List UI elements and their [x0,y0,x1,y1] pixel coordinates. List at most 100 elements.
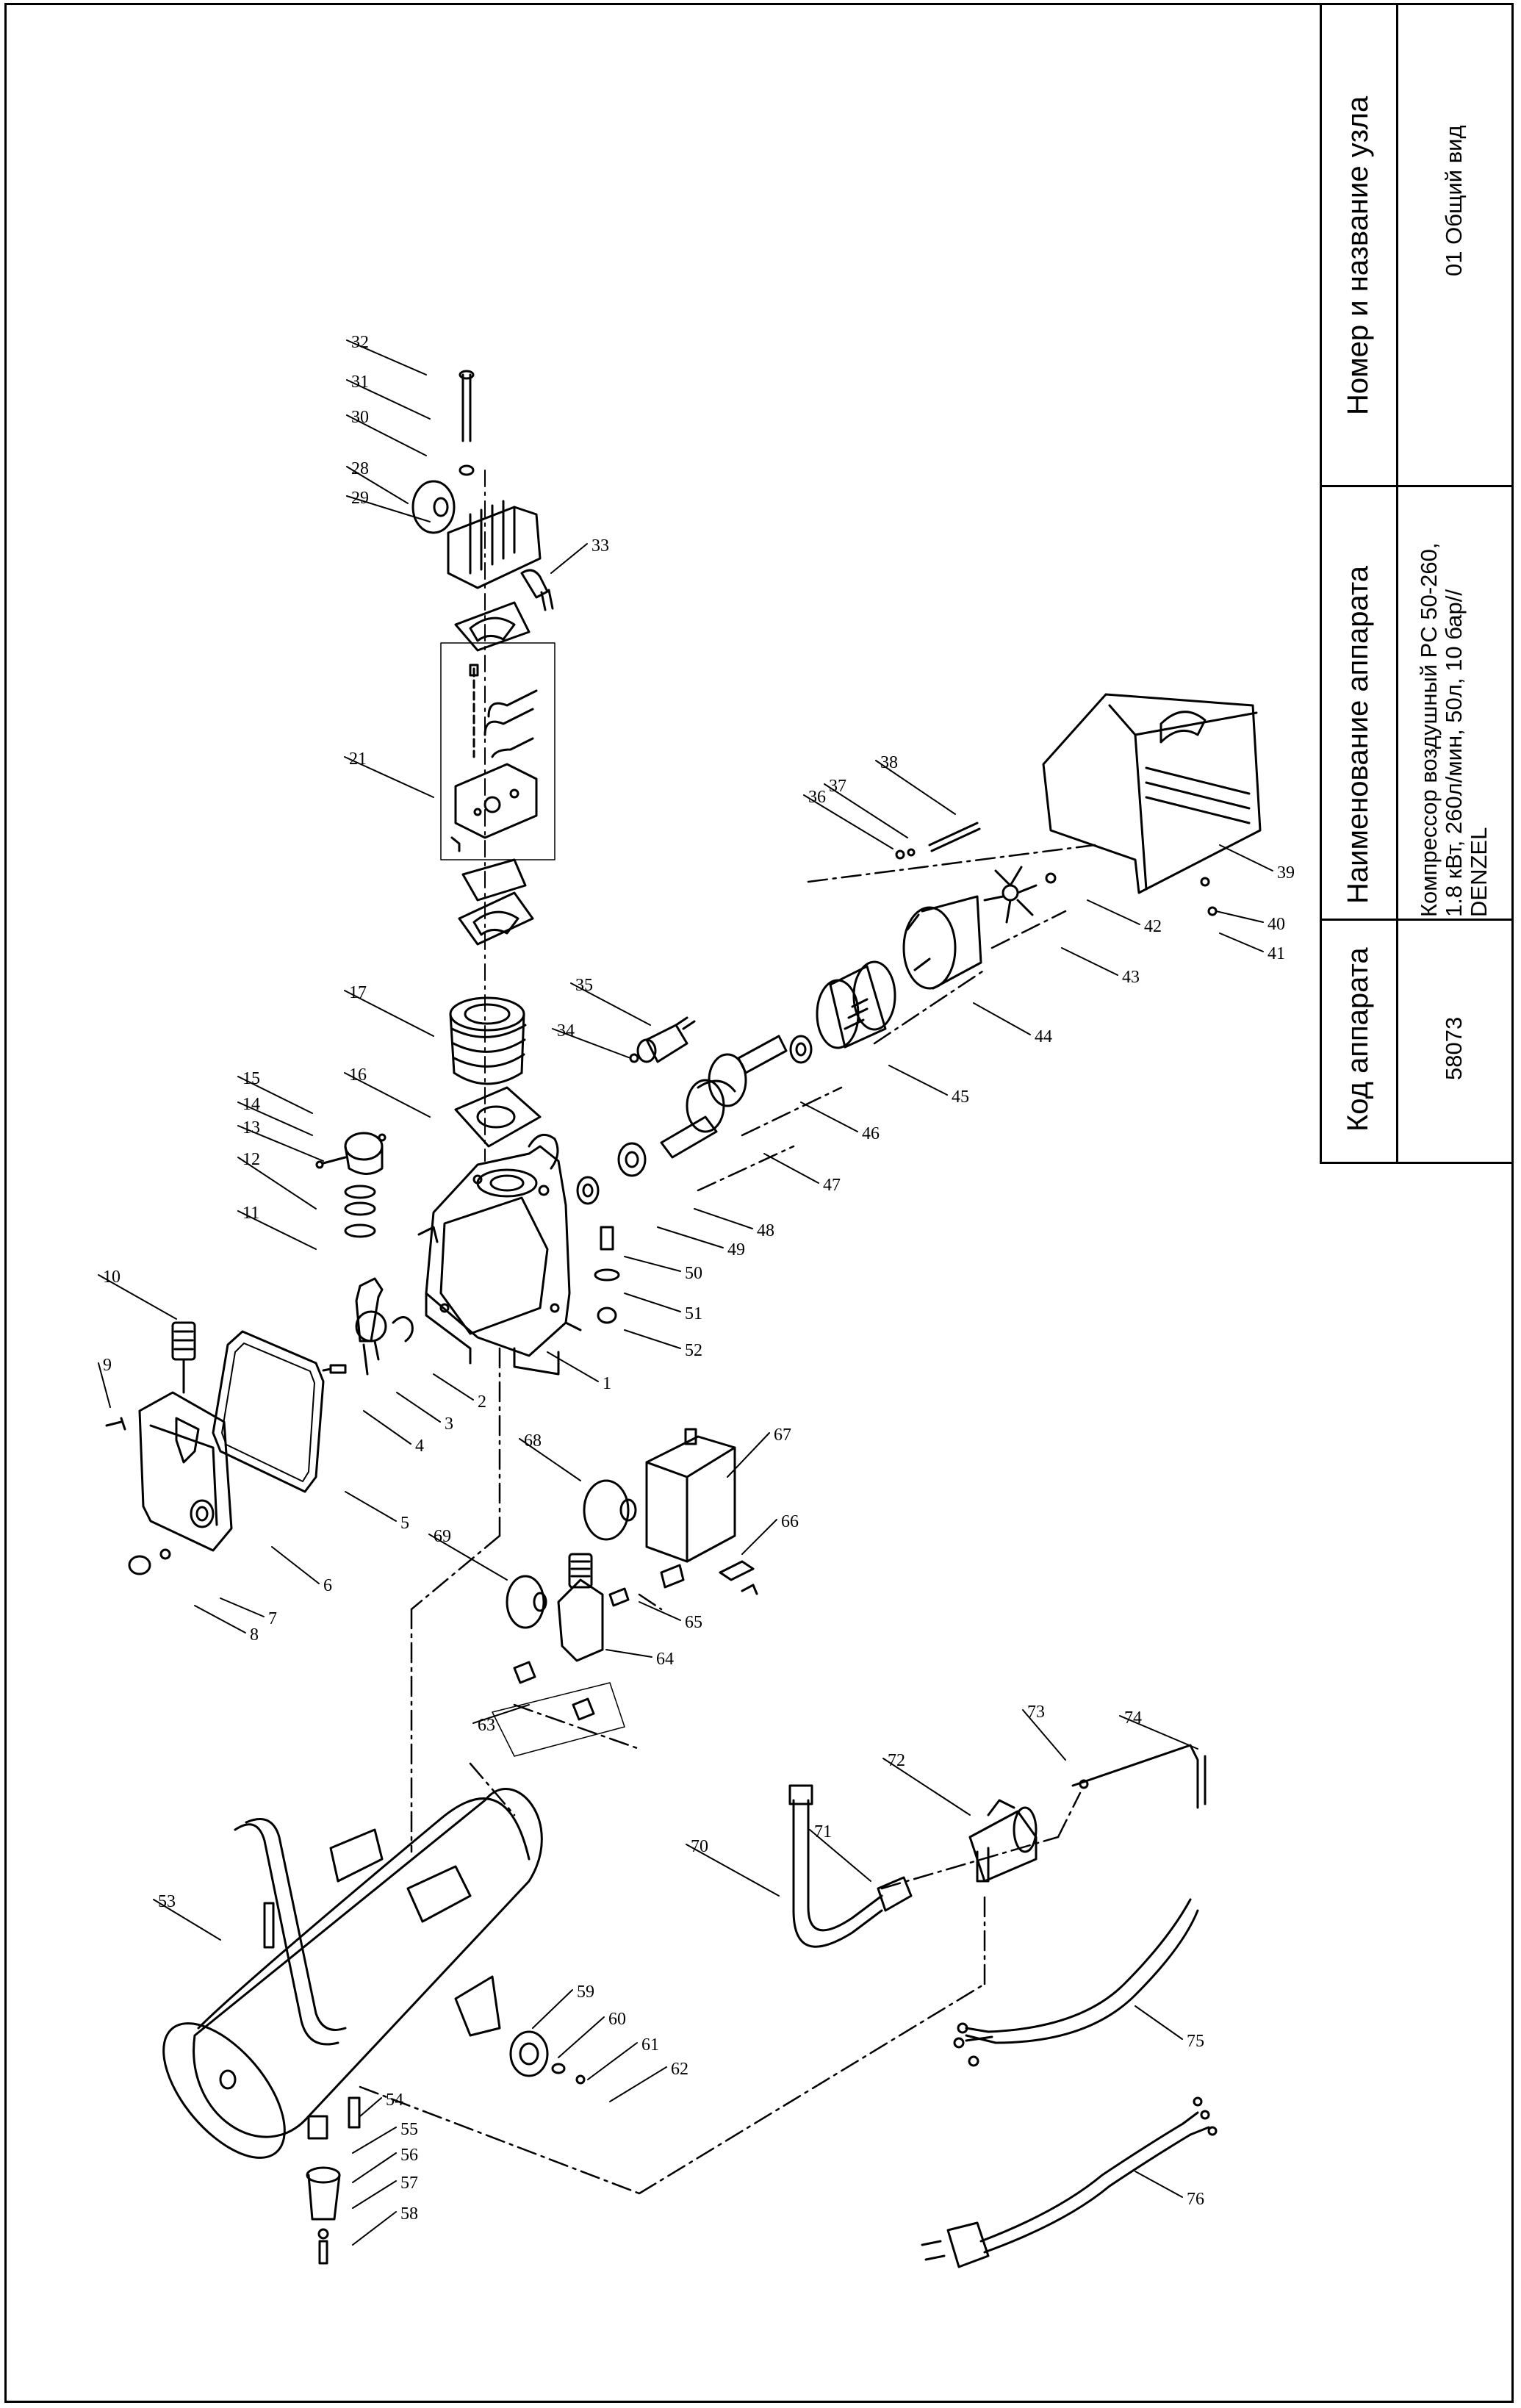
leader-line-52 [624,1329,681,1349]
part-number-58: 58 [400,2204,418,2224]
title-block-divider-1 [1320,485,1514,487]
leader-line-6 [271,1546,320,1584]
leader-line-76 [1135,2171,1183,2198]
outlet-pipe-group [788,1744,1207,1948]
leader-line-65 [639,1601,681,1621]
leader-line-17 [344,990,434,1037]
leader-line-50 [624,1256,681,1272]
part-number-16: 16 [349,1065,367,1085]
part-number-74: 74 [1124,1708,1142,1728]
leader-line-39 [1219,844,1273,871]
part-number-32: 32 [351,333,369,352]
part-number-61: 61 [641,2035,659,2055]
part-number-52: 52 [685,1341,702,1360]
part-number-50: 50 [685,1264,702,1283]
leader-line-28 [346,466,409,504]
leader-line-31 [346,379,431,420]
part-number-10: 10 [103,1268,121,1287]
part-number-2: 2 [478,1392,486,1412]
piston-group [315,1132,386,1238]
leader-line-59 [532,1989,573,2029]
leader-line-16 [344,1072,431,1118]
leader-line-64 [605,1649,652,1658]
part-number-14: 14 [242,1095,260,1114]
part-number-62: 62 [671,2060,688,2079]
part-number-11: 11 [242,1204,259,1223]
part-number-69: 69 [434,1527,451,1546]
leader-line-41 [1219,932,1264,952]
assembly-lines [359,844,1096,2195]
leader-line-3 [396,1392,441,1423]
leader-line-46 [800,1101,858,1132]
part-number-3: 3 [445,1415,453,1434]
part-number-9: 9 [103,1356,112,1375]
tank-group [162,1788,586,2265]
leader-line-4 [363,1410,411,1445]
part-number-1: 1 [603,1374,611,1393]
part-number-53: 53 [158,1892,176,1911]
crankcase-group [417,1133,582,1376]
part-number-38: 38 [880,753,898,772]
part-number-65: 65 [685,1613,702,1632]
cylinder-head-group [411,370,554,652]
leader-line-68 [519,1438,581,1481]
part-number-41: 41 [1268,944,1285,963]
leader-line-1 [547,1351,599,1382]
leader-line-66 [741,1519,777,1555]
motor-group [816,693,1262,1049]
leader-line-71 [809,1829,871,1882]
part-number-72: 72 [888,1751,905,1770]
leader-line-62 [609,2066,667,2102]
part-number-75: 75 [1187,2032,1204,2051]
valve-plate-parts [450,664,538,946]
leader-line-63 [472,1704,530,1724]
valve-plate-group-box [440,642,555,860]
part-number-66: 66 [781,1512,799,1531]
leader-line-12 [237,1157,317,1210]
leader-line-60 [558,2016,605,2058]
part-number-15: 15 [242,1069,260,1088]
part-number-60: 60 [608,2010,626,2029]
leader-line-8 [194,1605,246,1634]
part-number-33: 33 [592,536,609,556]
part-number-39: 39 [1277,863,1295,883]
pressure-switch-group [492,1428,758,1757]
leader-line-58 [352,2211,397,2246]
crankcase-cover-group [105,1321,233,1575]
part-number-55: 55 [400,2120,418,2139]
part-number-42: 42 [1144,917,1162,936]
leader-line-67 [727,1432,770,1478]
leader-line-5 [345,1491,397,1522]
leader-line-43 [1061,947,1118,976]
leader-line-29 [346,495,431,522]
leader-line-42 [1087,899,1140,925]
part-number-73: 73 [1027,1703,1045,1722]
leader-line-55 [352,2127,397,2154]
leader-line-47 [763,1153,819,1184]
leader-line-75 [1135,2005,1183,2040]
part-number-35: 35 [575,976,593,995]
part-number-17: 17 [349,983,367,1002]
leader-line-35 [570,982,651,1026]
foot-bolt-group [594,1226,620,1324]
part-number-44: 44 [1035,1027,1052,1046]
part-number-29: 29 [351,489,369,508]
part-number-47: 47 [823,1176,841,1195]
leader-line-21 [344,756,434,798]
leader-line-11 [237,1210,317,1250]
leader-line-69 [428,1534,508,1581]
part-number-56: 56 [400,2146,418,2165]
leader-line-74 [1119,1715,1198,1750]
leader-line-2 [433,1373,474,1401]
part-number-28: 28 [351,459,369,478]
leader-line-9 [98,1362,111,1408]
part-number-12: 12 [242,1150,260,1169]
part-number-59: 59 [577,1983,594,2002]
connecting-rod-group [322,1277,414,1376]
leader-line-10 [98,1274,177,1320]
capacitor [629,1016,696,1063]
leader-line-53 [153,1899,221,1941]
leader-line-45 [888,1065,948,1096]
part-number-8: 8 [250,1625,259,1645]
